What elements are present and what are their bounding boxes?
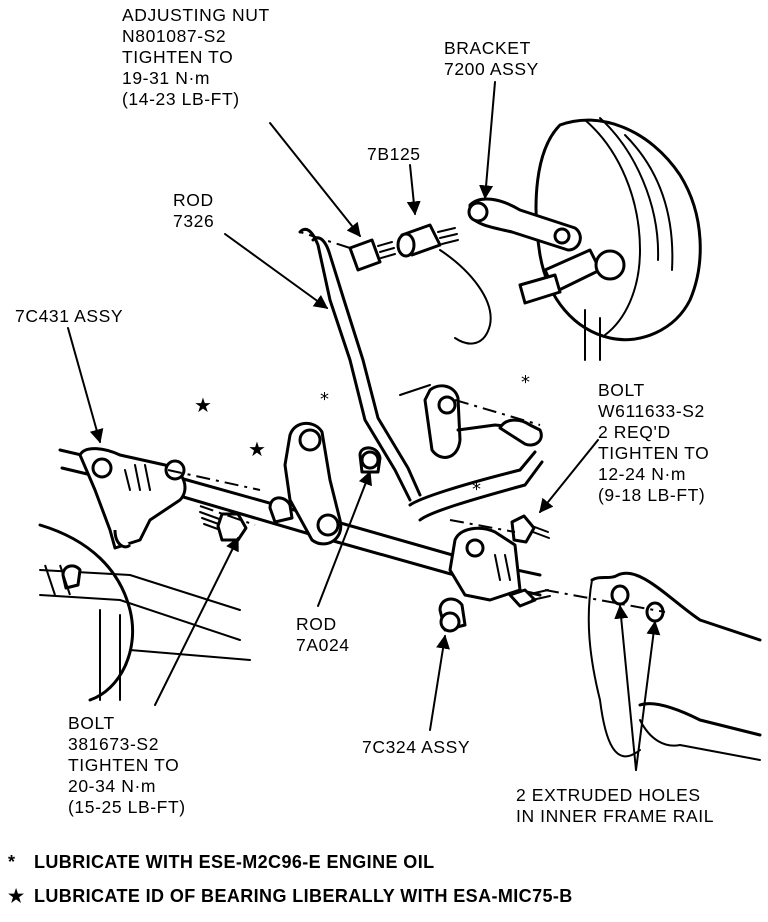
alignment-lines xyxy=(167,231,666,613)
star-symbol-1: ★ xyxy=(194,393,212,417)
legend-star-text: LUBRICATE ID OF BEARING LIBERALLY WITH E… xyxy=(34,886,573,906)
asterisk-symbol: * xyxy=(8,852,16,872)
star-symbol-2: ★ xyxy=(248,437,266,461)
steering-knuckle xyxy=(518,117,702,361)
asterisk-symbol-1: * xyxy=(521,372,530,393)
label-bolt-w611633: BOLT W611633-S2 2 REQ'D TIGHTEN TO 12-24… xyxy=(598,380,710,505)
bolt-381673 xyxy=(199,511,248,542)
label-rod-7326: ROD 7326 xyxy=(173,190,215,231)
bracket-7c431 xyxy=(78,447,187,550)
rod-7326 xyxy=(298,227,492,502)
inner-frame-rail xyxy=(587,571,762,761)
star-symbol: ★ xyxy=(8,886,25,906)
label-7c431: 7C431 ASSY xyxy=(15,306,124,326)
lube-symbols: ★ ★ * * * xyxy=(194,372,530,500)
label-extruded-holes: 2 EXTRUDED HOLES IN INNER FRAME RAIL xyxy=(516,785,715,826)
label-rod-7a024: ROD 7A024 xyxy=(296,614,350,655)
adjusting-nut xyxy=(348,238,396,272)
label-bracket: BRACKET 7200 ASSY xyxy=(444,38,539,79)
bracket-7200 xyxy=(467,197,582,252)
label-adjusting-nut: ADJUSTING NUT N801087-S2 TIGHTEN TO 19-3… xyxy=(122,5,270,109)
legend-star: ★ LUBRICATE ID OF BEARING LIBERALLY WITH … xyxy=(8,886,573,907)
left-frame xyxy=(38,523,251,702)
bracket-7c324 xyxy=(438,526,551,633)
legend-asterisk: * LUBRICATE WITH ESE-M2C96-E ENGINE OIL xyxy=(8,852,435,873)
label-7b125: 7B125 xyxy=(367,144,421,164)
asterisk-symbol-3: * xyxy=(472,479,481,500)
link-rod-right xyxy=(399,384,544,522)
part-7b125 xyxy=(396,223,459,258)
asterisk-symbol-2: * xyxy=(320,389,329,410)
bolt-w611633 xyxy=(510,514,550,544)
legend-asterisk-text: LUBRICATE WITH ESE-M2C96-E ENGINE OIL xyxy=(34,852,435,872)
label-bolt-381673: BOLT 381673-S2 TIGHTEN TO 20-34 N·m (15-… xyxy=(68,713,186,817)
leader-arrows xyxy=(67,81,661,771)
link-bracket-middle xyxy=(268,421,382,546)
label-7c324: 7C324 ASSY xyxy=(362,737,471,757)
